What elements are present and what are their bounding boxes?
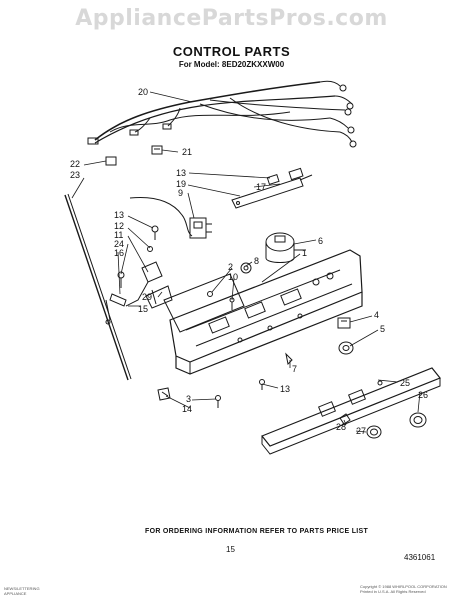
screw-set <box>147 225 159 252</box>
callout-label: 13 <box>114 210 124 220</box>
leader-lines <box>71 91 421 433</box>
callout-label: 14 <box>182 404 192 414</box>
callout-label: 26 <box>418 390 428 400</box>
fine-print-right: Copyright © 1988 WHIRLPOOL CORPORATION P… <box>360 584 447 594</box>
control-rod <box>64 156 132 381</box>
callout-label: 8 <box>254 256 259 266</box>
model-number: For Model: 8ED20ZKXXW00 <box>178 60 285 69</box>
bracket <box>145 285 173 309</box>
control-panel <box>261 367 441 455</box>
control-housing <box>169 249 363 375</box>
callout-label: 15 <box>138 304 148 314</box>
control-knob <box>339 413 382 439</box>
temperature-knob <box>409 412 427 428</box>
callout-label: 29 <box>142 292 152 302</box>
callout-label: 20 <box>138 87 148 97</box>
fine-print-line: Printed in U.S.A. All Rights Reserved <box>360 589 426 594</box>
callout-label: 10 <box>228 272 238 282</box>
page-number: 15 <box>226 545 235 554</box>
callout-label: 16 <box>114 248 124 258</box>
callout-label: 27 <box>356 426 366 436</box>
callout-label: 9 <box>178 188 183 198</box>
wire-clip <box>151 145 163 155</box>
fine-print-line: NEWS/LETTERING <box>4 586 40 591</box>
callout-label: 17 <box>256 182 266 192</box>
callout-label: 28 <box>336 422 346 432</box>
sensor-tube <box>231 167 313 209</box>
callout-label: 25 <box>400 378 410 388</box>
lower-screw <box>259 379 265 390</box>
fine-print-line: Copyright © 1988 WHIRLPOOL CORPORATION <box>360 584 447 589</box>
callout-labels: 20 21 22 23 13 19 9 17 13 12 11 24 16 29… <box>70 87 428 436</box>
switch <box>337 317 354 355</box>
callout-label: 7 <box>292 364 297 374</box>
knob <box>240 262 252 274</box>
fine-print-line: APPLIANCE <box>4 591 27 596</box>
page-title: CONTROL PARTS <box>172 44 291 59</box>
callout-label: 4 <box>374 310 379 320</box>
screw <box>285 352 293 366</box>
callout-label: 11 <box>114 230 123 240</box>
document-number: 4361061 <box>404 553 436 562</box>
fine-print-left: NEWS/LETTERING APPLIANCE <box>4 586 40 596</box>
damper-control <box>105 261 163 325</box>
callout-label: 19 <box>176 179 186 189</box>
wiring-harness <box>87 80 357 148</box>
defrost-timer <box>265 232 306 263</box>
callout-label: 23 <box>70 170 80 180</box>
ordering-note: FOR ORDERING INFORMATION REFER TO PARTS … <box>145 528 369 535</box>
callout-label: 22 <box>70 159 80 169</box>
watermark: AppliancePartsPros.com <box>75 6 388 31</box>
callout-label: 13 <box>176 168 186 178</box>
thermostat <box>129 196 212 239</box>
callout-label: 24 <box>114 239 124 249</box>
callout-label: 21 <box>182 147 192 157</box>
callout-label: 3 <box>186 394 191 404</box>
callout-label: 1 <box>302 248 307 258</box>
callout-label: 12 <box>114 221 124 231</box>
callout-label: 6 <box>318 236 323 246</box>
callout-label: 2 <box>228 262 233 272</box>
callout-label: 13 <box>280 384 290 394</box>
callout-label: 5 <box>380 324 385 334</box>
